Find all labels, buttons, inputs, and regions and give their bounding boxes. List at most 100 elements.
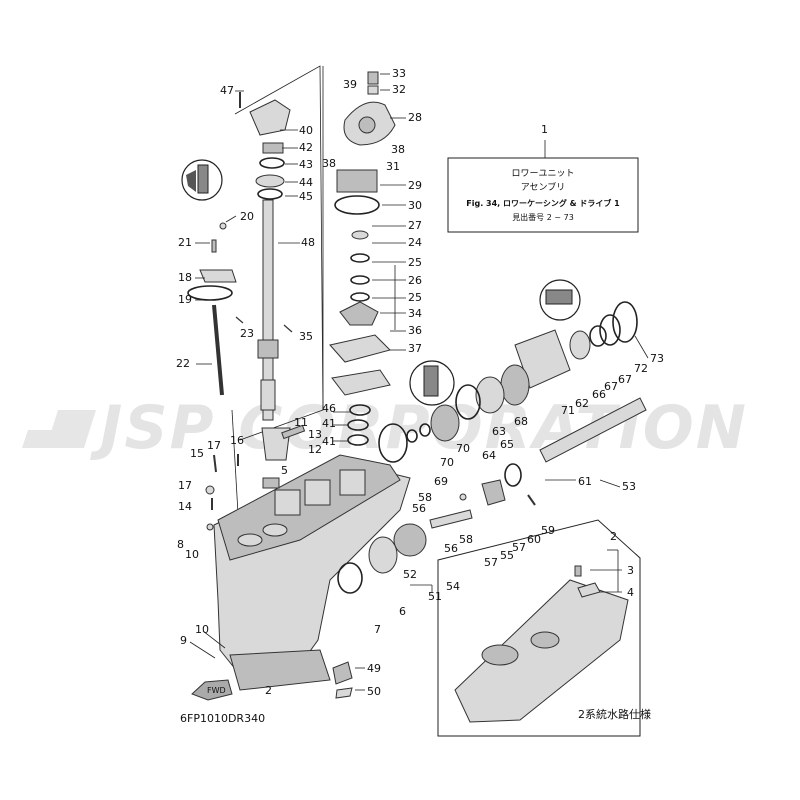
callout-37: 37 — [408, 342, 422, 355]
diagram-code: 6FP1010DR340 — [180, 712, 265, 725]
info-line1: ロワーユニット — [511, 169, 574, 179]
callout-8: 8 — [177, 538, 184, 551]
shift-linkage-parts — [205, 222, 306, 531]
callout-62: 62 — [575, 397, 589, 410]
callout-29: 29 — [408, 179, 422, 192]
callout-9: 9 — [180, 634, 187, 647]
inset-caption: 2系統水路仕様 — [578, 707, 651, 721]
callout-27: 27 — [408, 219, 422, 232]
callout-48: 48 — [301, 236, 315, 249]
callout-20: 20 — [240, 210, 254, 223]
inset-callout-4: 4 — [627, 586, 634, 599]
callout-70b: 70 — [456, 442, 470, 455]
callout-60: 60 — [527, 533, 541, 546]
callout-17b: 17 — [178, 479, 192, 492]
callout-45: 45 — [299, 190, 313, 203]
callout-16: 16 — [230, 434, 244, 447]
callout-59: 59 — [541, 524, 555, 537]
inset-callout-2: 2 — [610, 530, 617, 543]
callout-52: 52 — [403, 568, 417, 581]
info-line3: Fig. 34, ロワーケーシング & ドライブ 1 — [466, 198, 620, 208]
callout-38b: 38 — [322, 157, 336, 170]
grease-icon-left — [181, 159, 223, 201]
callout-labels: 2 5 6 7 8 9 10 10 11 12 13 14 15 16 17 1… — [176, 67, 664, 698]
callout-19: 19 — [178, 293, 192, 306]
callout-30: 30 — [408, 199, 422, 212]
callout-46: 46 — [322, 402, 336, 415]
callout-31: 31 — [386, 160, 400, 173]
callout-65: 65 — [500, 438, 514, 451]
callout-7: 7 — [374, 623, 381, 636]
callout-10a: 10 — [185, 548, 199, 561]
callout-54: 54 — [446, 580, 460, 593]
leader-lines — [189, 73, 649, 691]
callout-18: 18 — [178, 271, 192, 284]
propeller-shaft-parts — [332, 279, 647, 699]
callout-40: 40 — [299, 124, 313, 137]
inset-callout-3: 3 — [627, 564, 634, 577]
callout-17a: 17 — [207, 439, 221, 452]
callout-35: 35 — [299, 330, 313, 343]
callout-64: 64 — [482, 449, 496, 462]
callout-44: 44 — [299, 176, 313, 189]
callout-41a: 41 — [322, 417, 336, 430]
callout-71: 71 — [561, 404, 575, 417]
callout-13: 13 — [308, 428, 322, 441]
callout-12: 12 — [308, 443, 322, 456]
callout-34: 34 — [408, 307, 422, 320]
inset-panel: 2系統水路仕様 2 3 4 — [437, 519, 651, 737]
callout-32: 32 — [392, 83, 406, 96]
callout-5: 5 — [281, 464, 288, 477]
callout-61: 61 — [578, 475, 592, 488]
callout-11: 11 — [294, 416, 308, 429]
callout-56a: 56 — [412, 502, 426, 515]
callout-50: 50 — [367, 685, 381, 698]
info-line4: 見出番号 2 ~ 73 — [512, 212, 574, 222]
callout-57a: 57 — [512, 541, 526, 554]
callout-51: 51 — [428, 590, 442, 603]
callout-66: 66 — [592, 388, 606, 401]
water-pump-housing — [329, 71, 396, 446]
callout-6: 6 — [399, 605, 406, 618]
callout-55: 55 — [500, 549, 514, 562]
callout-42: 42 — [299, 141, 313, 154]
callout-73: 73 — [650, 352, 664, 365]
callout-33: 33 — [392, 67, 406, 80]
upper-bearing-parts — [239, 92, 291, 200]
shift-rod — [187, 269, 237, 396]
callout-70a: 70 — [440, 456, 454, 469]
callout-67a: 67 — [604, 380, 618, 393]
callout-47: 47 — [220, 84, 234, 97]
info-box: 1 ロワーユニット アセンブリ Fig. 34, ロワーケーシング & ドライブ… — [447, 123, 639, 233]
callout-57b: 57 — [484, 556, 498, 569]
callout-38a: 38 — [391, 143, 405, 156]
callout-58b: 58 — [459, 533, 473, 546]
callout-36: 36 — [408, 324, 422, 337]
callout-23: 23 — [240, 327, 254, 340]
callout-2: 2 — [265, 684, 272, 697]
fwd-label: FWD — [207, 686, 226, 695]
callout-58a: 58 — [418, 491, 432, 504]
callout-63: 63 — [492, 425, 506, 438]
callout-28: 28 — [408, 111, 422, 124]
callout-67b: 67 — [618, 373, 632, 386]
callout-69: 69 — [434, 475, 448, 488]
info-box-ref: 1 — [541, 123, 548, 136]
callout-39: 39 — [343, 78, 357, 91]
callout-14: 14 — [178, 500, 192, 513]
drive-shaft — [257, 199, 279, 421]
fwd-arrow: FWD — [191, 679, 233, 701]
callout-15: 15 — [190, 447, 204, 460]
watermark-text: JSP CORPORATION — [90, 393, 748, 463]
callout-25a: 25 — [408, 256, 422, 269]
callout-21: 21 — [178, 236, 192, 249]
callout-26: 26 — [408, 274, 422, 287]
lower-casing — [213, 454, 411, 691]
callout-72: 72 — [634, 362, 648, 375]
callout-25b: 25 — [408, 291, 422, 304]
callout-49: 49 — [367, 662, 381, 675]
callout-43: 43 — [299, 158, 313, 171]
callout-56b: 56 — [444, 542, 458, 555]
